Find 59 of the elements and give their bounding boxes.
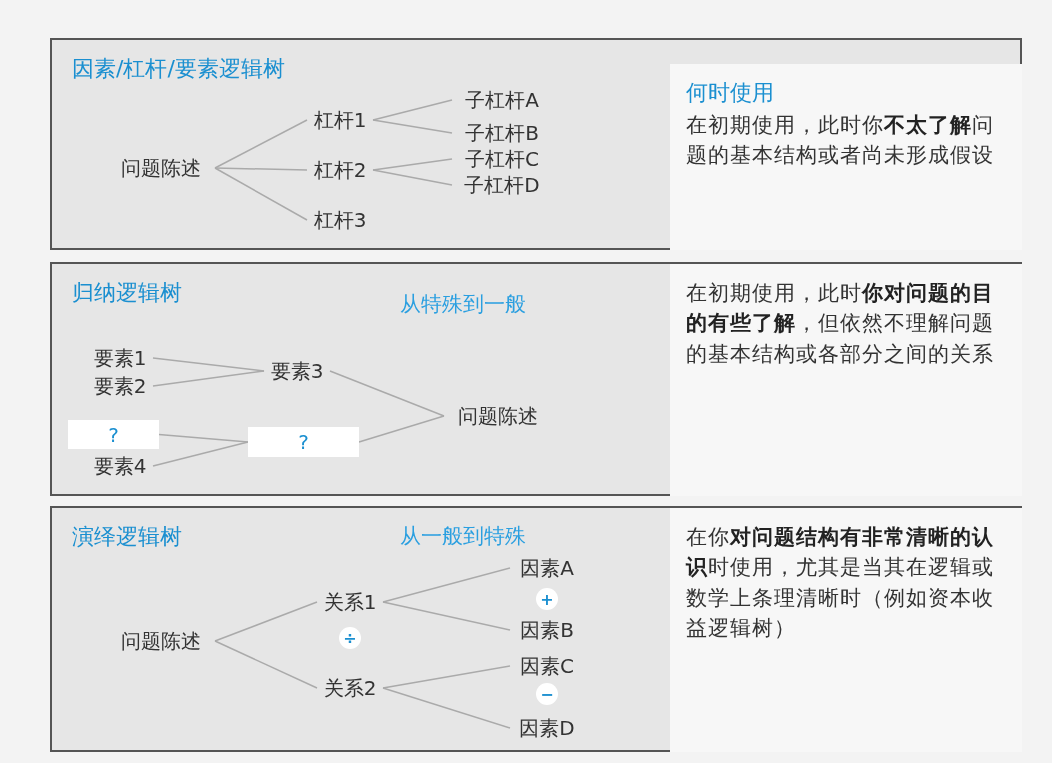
connector-line: [158, 433, 249, 443]
blank-box: ?: [248, 427, 359, 457]
tree-label: 要素1: [87, 344, 153, 372]
blank-box: ?: [68, 420, 159, 449]
operator-badge: ÷: [339, 627, 361, 649]
direction-label: 从一般到特殊: [400, 523, 526, 550]
tree-label: 要素3: [264, 357, 330, 385]
connector-line: [372, 99, 453, 121]
panel-title: 归纳逻辑树: [72, 279, 182, 307]
tree-label: 子杠杆B: [452, 120, 552, 146]
tree-label: 杠杆1: [307, 106, 373, 134]
panel: [50, 38, 1022, 250]
connector-line: [329, 370, 445, 417]
note-heading: 何时使用: [686, 79, 775, 107]
tree-label: 杠杆2: [307, 156, 373, 184]
note-text: 在初期使用，此时你对问题的目的有些了解，但依然不理解问题的基本结构或各部分之间的关系: [686, 280, 995, 368]
panel-title: 演绎逻辑树: [72, 523, 182, 551]
panel: [50, 506, 1022, 752]
connector-line: [372, 158, 453, 171]
tree-label: 子杠杆D: [452, 172, 552, 198]
tree-label: 问题陈述: [444, 402, 552, 430]
note-text: 在你对问题结构有非常清晰的认识时使用，尤其是当其在逻辑或数学上条理清晰时（例如资本收益逻辑树）: [686, 524, 995, 643]
panel-title: 因素/杠杆/要素逻辑树: [72, 55, 285, 83]
tree-label: 子杠杆A: [452, 86, 552, 114]
connector-line: [382, 567, 511, 603]
connector-line: [152, 357, 265, 372]
tree-label: 要素2: [87, 372, 153, 400]
note-box: [670, 508, 1022, 752]
connector-line: [214, 167, 308, 221]
note-text: 在初期使用，此时你不太了解问题的基本结构或者尚未形成假设: [686, 112, 995, 170]
tree-label: 问题陈述: [107, 154, 215, 182]
operator-badge: −: [536, 683, 558, 705]
tree-label: 子杠杆C: [452, 146, 552, 172]
connector-line: [382, 687, 511, 729]
tree-label: 因素A: [510, 554, 584, 582]
tree-label: 关系1: [317, 588, 383, 616]
tree-label: 因素D: [510, 714, 584, 742]
connector-line: [152, 370, 265, 387]
connector-line: [372, 169, 453, 186]
panel: [50, 262, 1022, 496]
direction-label: 从特殊到一般: [400, 291, 526, 318]
note-box: [670, 64, 1022, 250]
tree-label: 问题陈述: [107, 627, 215, 655]
connector-line: [382, 665, 511, 689]
tree-label: 因素B: [510, 616, 584, 644]
connector-line: [214, 119, 308, 169]
tree-label: 因素C: [510, 652, 584, 680]
connector-line: [214, 601, 318, 642]
connector-line: [152, 441, 249, 467]
connector-line: [382, 601, 511, 631]
operator-badge: +: [536, 588, 558, 610]
tree-label: 杠杆3: [307, 206, 373, 234]
note-box: [670, 264, 1022, 496]
connector-line: [358, 415, 445, 443]
connector-line: [214, 640, 318, 689]
tree-label: 关系2: [317, 674, 383, 702]
connector-line: [372, 119, 453, 134]
connector-line: [214, 167, 308, 171]
tree-label: 要素4: [87, 452, 153, 480]
